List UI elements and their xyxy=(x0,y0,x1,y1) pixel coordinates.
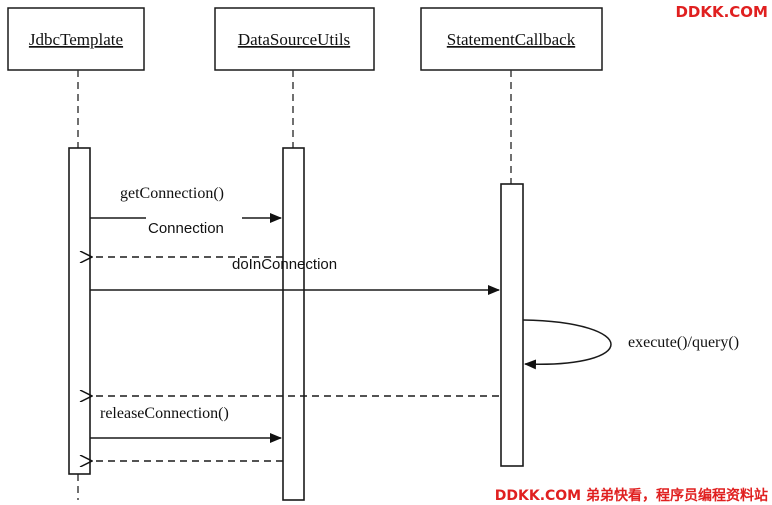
object-label-jdbctemplate: JdbcTemplate xyxy=(29,30,123,49)
activation-jdbctemplate xyxy=(68,147,91,475)
object-statementcallback: StatementCallback xyxy=(420,7,603,71)
watermark-top: DDKK.COM xyxy=(675,3,768,21)
object-label-statementcallback: StatementCallback xyxy=(447,30,576,49)
message-execute-query-arrow xyxy=(522,319,612,370)
activation-statementcallback xyxy=(500,183,524,467)
message-do-in-connection-label: doInConnection xyxy=(232,256,337,273)
watermark-bottom: DDKK.COM 弟弟快看，程序员编程资料站 xyxy=(494,488,768,504)
object-jdbctemplate: JdbcTemplate xyxy=(7,7,145,71)
object-label-datasourceutils: DataSourceUtils xyxy=(238,30,350,49)
message-get-connection-label: getConnection() xyxy=(120,185,224,202)
activation-datasourceutils xyxy=(282,147,305,501)
message-release-connection-label: releaseConnection() xyxy=(100,405,229,422)
object-datasourceutils: DataSourceUtils xyxy=(214,7,375,71)
message-connection-label: Connection xyxy=(148,220,224,237)
message-execute-query-label: execute()/query() xyxy=(628,334,739,351)
